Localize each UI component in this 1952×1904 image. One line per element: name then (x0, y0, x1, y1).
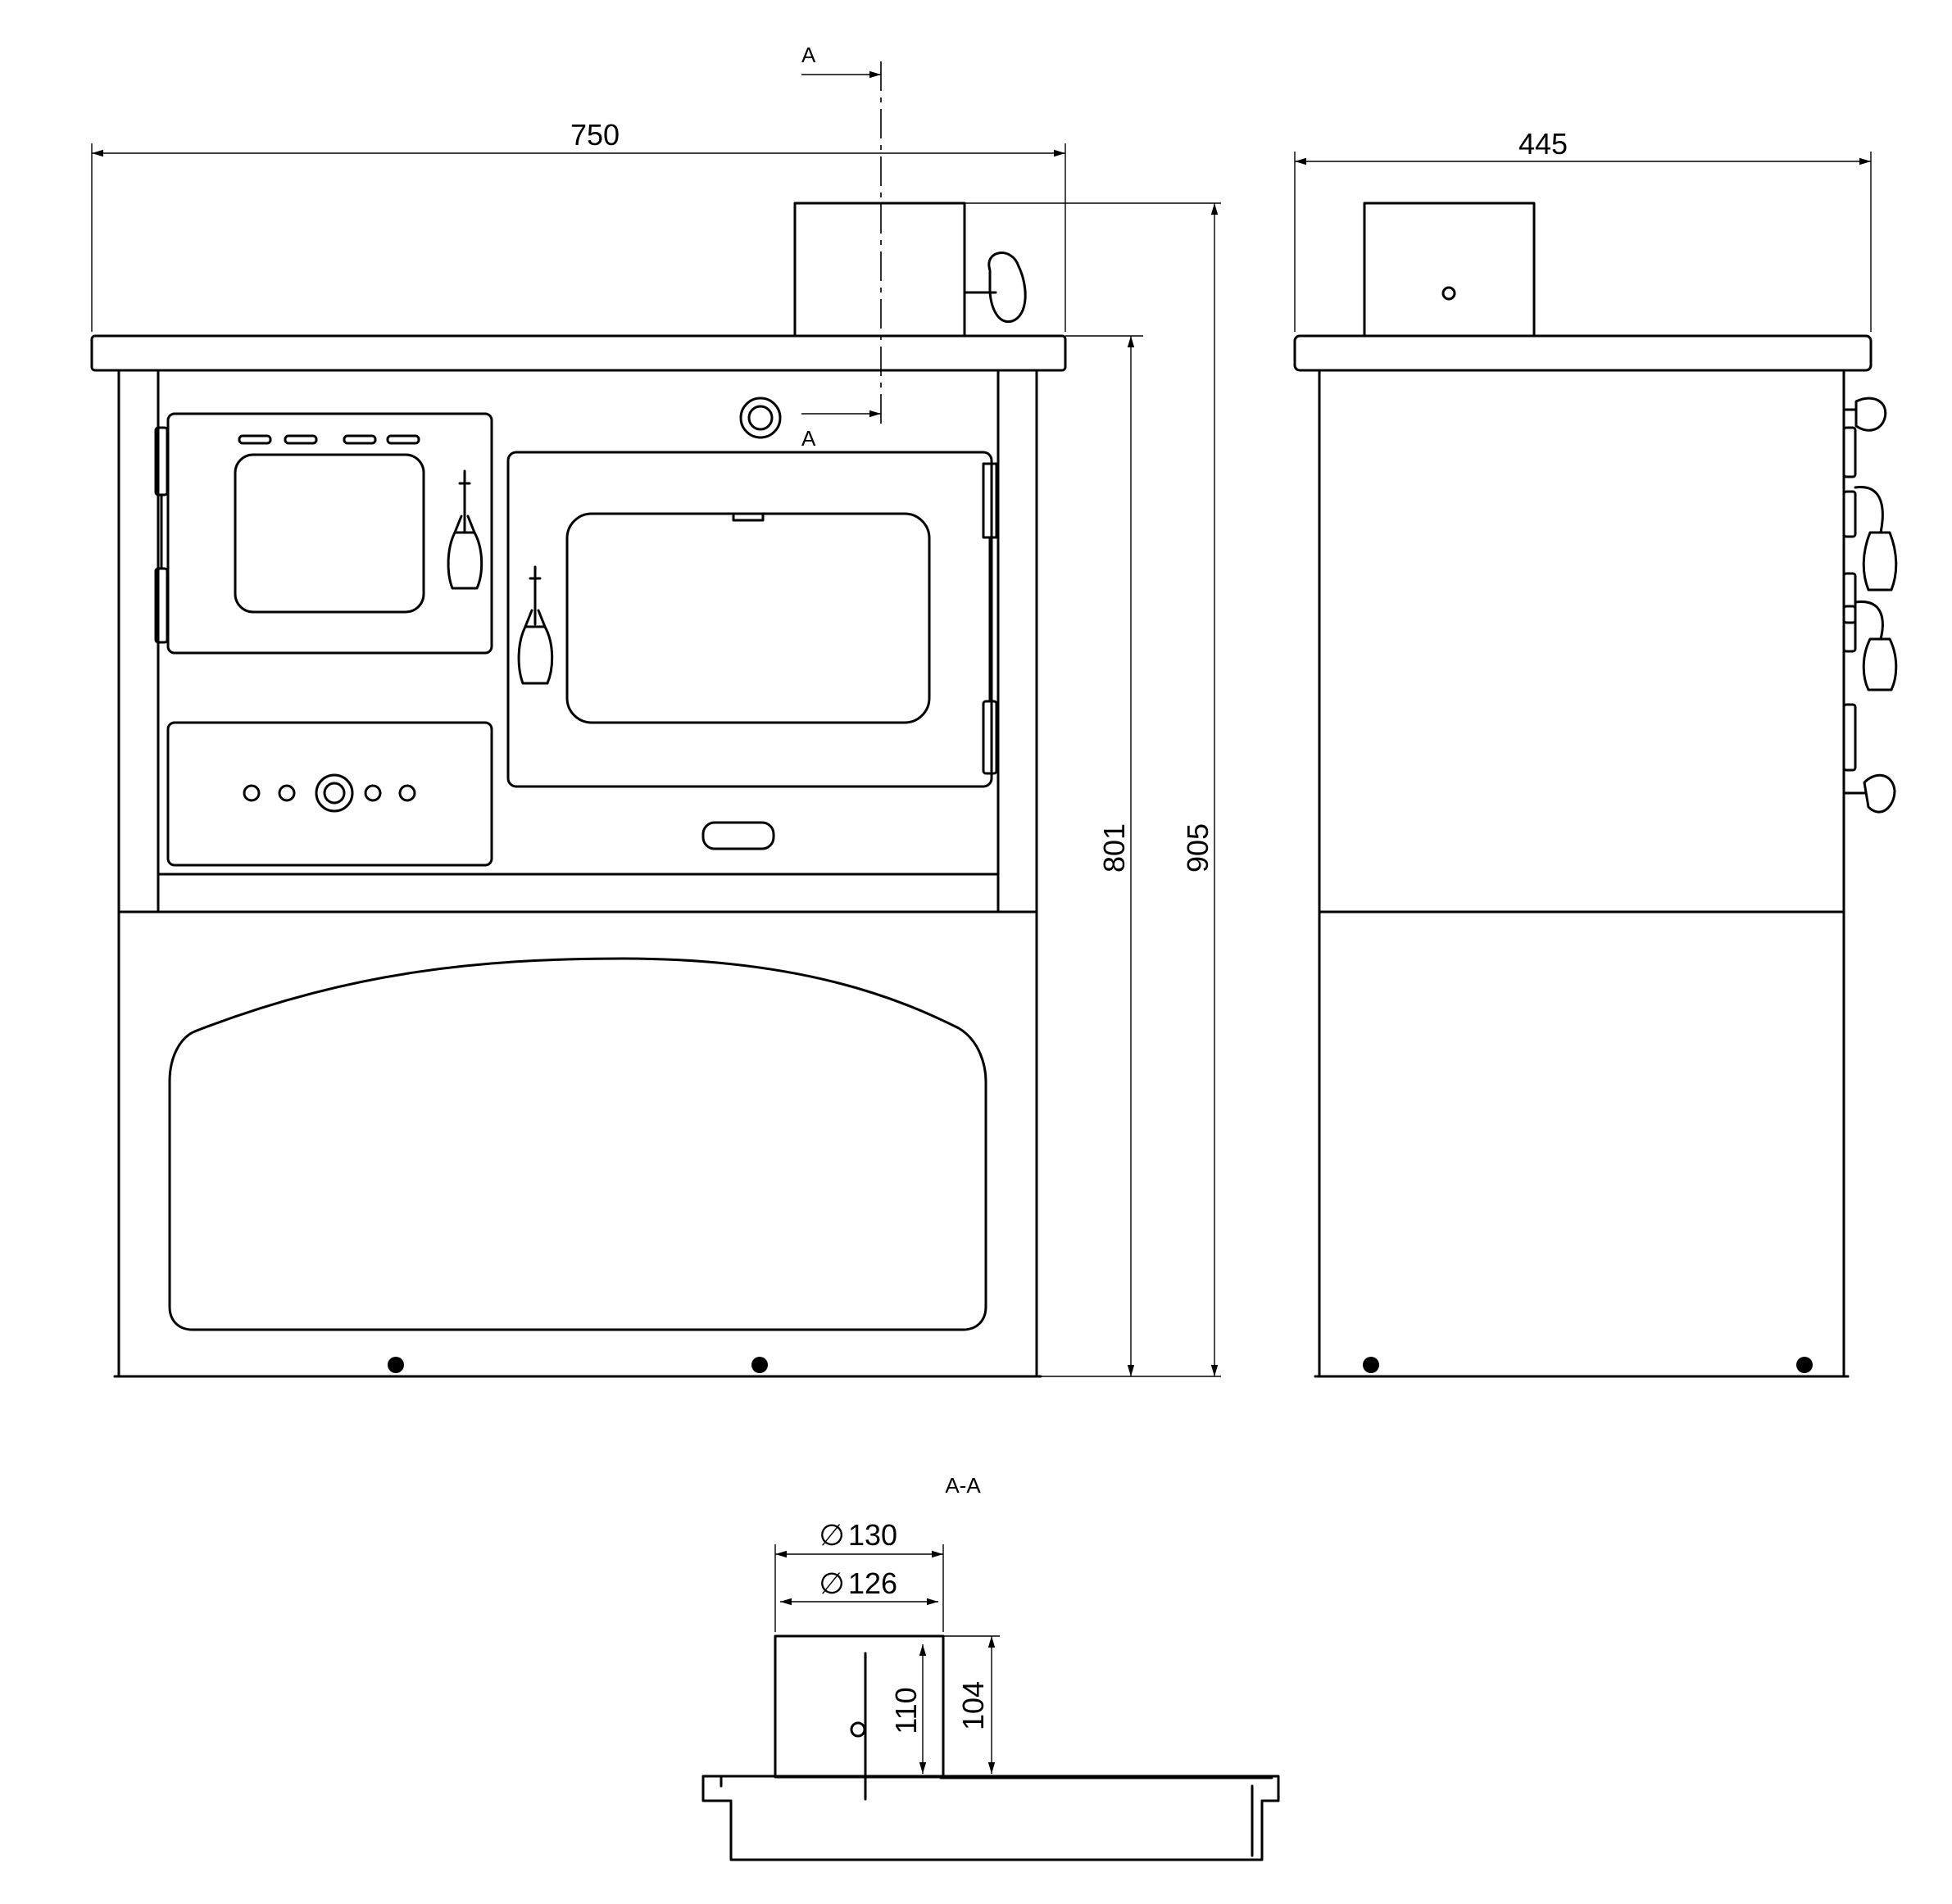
ashpan-door (166, 721, 493, 867)
side-foot-left (1363, 1357, 1379, 1373)
firebox-window (234, 453, 425, 614)
oven-window (565, 512, 931, 724)
section-view: A-A ∅ 130 ∅ 126 110 104 (701, 1473, 1280, 1861)
upper-bottom-rail (117, 873, 1038, 913)
side-handles (1842, 397, 1898, 814)
front-view (90, 202, 1067, 1378)
oven-door (506, 451, 993, 788)
foot-left (388, 1357, 404, 1373)
flue-pipe (793, 202, 966, 338)
lower-cabinet (113, 910, 1042, 1378)
diameter-symbol-inner: ∅ (819, 1566, 844, 1600)
dim-width: 750 (570, 118, 620, 152)
logo-badge (701, 821, 775, 850)
firebox-hinges (154, 426, 169, 644)
section-top-plate (701, 1775, 1280, 1861)
dim-height-body: 801 (1097, 823, 1131, 873)
side-foot-right (1796, 1357, 1813, 1373)
air-control (243, 773, 416, 813)
dim-height-total: 905 (1181, 823, 1214, 873)
firebox-handle (447, 469, 483, 590)
firebox-door (166, 412, 493, 655)
dim-flue-height-outer: 110 (889, 1687, 923, 1734)
dim-flue-inner: 126 (848, 1566, 897, 1600)
oven-hinges (982, 462, 998, 775)
foot-right (751, 1357, 768, 1373)
section-label: A-A (945, 1473, 981, 1498)
section-marker-top: A (801, 43, 816, 67)
section-plate-detail (720, 1775, 1273, 1857)
damper-pivot (850, 1721, 866, 1738)
section-line: A A (801, 43, 882, 451)
oven-handle (517, 565, 554, 685)
side-flue-pin (1441, 286, 1456, 301)
storage-door (168, 957, 987, 1331)
oven-window-tab (732, 512, 765, 522)
front-dimensions: 750 801 905 (91, 118, 1221, 1377)
side-body (1314, 369, 1850, 1378)
top-plate (90, 334, 1067, 372)
diameter-symbol-outer: ∅ (819, 1518, 844, 1552)
side-top-plate (1293, 334, 1873, 372)
damper-knob (987, 252, 1027, 324)
oven-thermometer (739, 397, 782, 439)
side-flue-pipe (1363, 202, 1536, 338)
dim-flue-height-inner: 104 (956, 1681, 990, 1730)
dim-flue-outer: 130 (848, 1518, 897, 1552)
side-dimensions: 445 (1294, 127, 1872, 332)
dim-depth: 445 (1518, 127, 1568, 161)
side-view (1293, 202, 1898, 1378)
section-marker-bottom: A (801, 426, 816, 451)
vent-slots (238, 434, 420, 445)
